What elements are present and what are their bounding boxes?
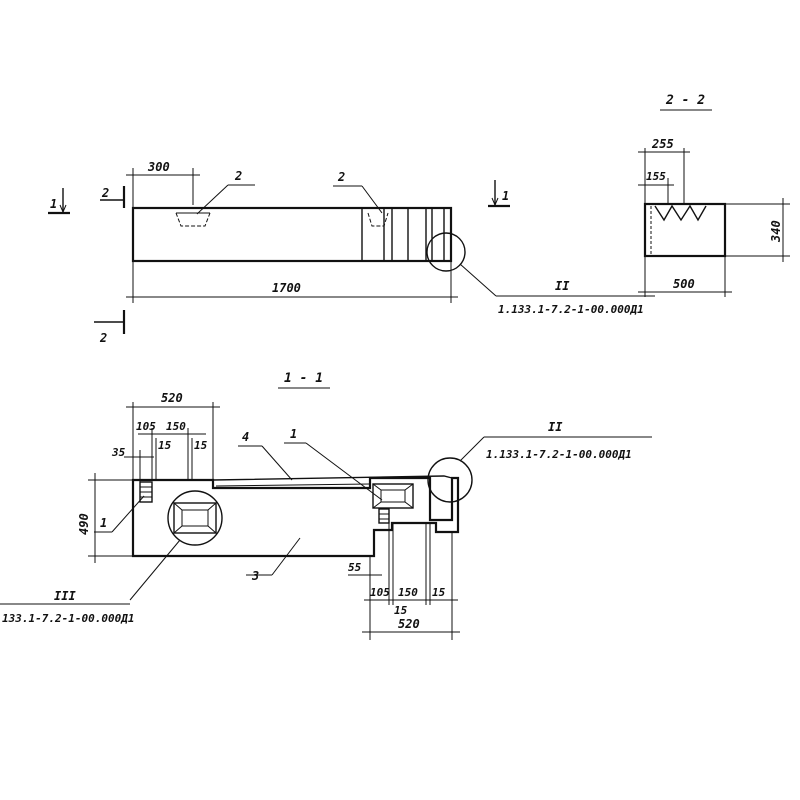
- section-2-2-title: 2 - 2: [665, 93, 705, 108]
- callout-3-leader: [271, 537, 301, 576]
- section-1-1-slab-inner: [215, 483, 371, 487]
- dim-35-label: 35: [111, 446, 126, 459]
- callout-4-leader: [261, 445, 293, 481]
- plan-beam-outline: [131, 206, 453, 263]
- right-bolt: [378, 508, 390, 524]
- section-2-top-label: 2: [101, 186, 109, 200]
- section-1-right-label: 1: [502, 189, 509, 203]
- right-pocket-outer: [372, 483, 414, 509]
- callout-2-left-leader: [196, 184, 229, 215]
- dim-105-top-label: 105: [136, 420, 156, 433]
- node-III-label: III: [54, 589, 76, 603]
- section-1-1-body: [131, 476, 460, 558]
- node-III-pocket-outer: [173, 502, 217, 534]
- callout-2-right-leader: [361, 185, 383, 214]
- node-II-leader-section: [459, 436, 485, 462]
- callout-4-label: 4: [242, 430, 249, 444]
- section-2-bottom-label: 2: [99, 331, 107, 345]
- dim-490-label: 490: [77, 513, 91, 535]
- section-2-2: 2 - 2 255 155 340 500: [638, 93, 790, 297]
- node-II-label-section: II: [548, 420, 563, 434]
- section-1-1-title: 1 - 1: [284, 371, 323, 386]
- node-II-leader-plan: [459, 263, 497, 297]
- callout-2-left-label: 2: [234, 169, 242, 183]
- node-III-circle: [167, 490, 223, 546]
- dim-255-label: 255: [651, 137, 674, 151]
- section-1-left-arrowhead: [59, 204, 67, 214]
- node-III-pocket-inner: [173, 502, 217, 534]
- callout-1-left-leader: [111, 495, 145, 533]
- dim-150-top-label: 150: [166, 420, 186, 433]
- dim-300-label: 300: [147, 160, 170, 174]
- plan-pocket-left: [175, 212, 211, 227]
- section-1-left-label: 1: [50, 197, 57, 211]
- node-II-circle-section: [427, 457, 473, 503]
- dim-15-bot-b-label: 15: [432, 586, 446, 599]
- node-II-ref-plan: 1.133.1-7.2-1-00.000Д1: [498, 303, 644, 316]
- callout-1-top-label: 1: [290, 427, 297, 441]
- dim-105-bot-label: 105: [370, 586, 390, 599]
- dim-15-bot-a-label: 15: [394, 604, 408, 617]
- dim-520-bot-label: 520: [398, 617, 420, 631]
- dim-500-label: 500: [673, 277, 695, 291]
- dim-15-top-b-label: 15: [194, 439, 208, 452]
- dim-155-label: 155: [646, 170, 666, 183]
- dim-55-label: 55: [348, 561, 362, 574]
- dim-15-top-a-label: 15: [158, 439, 172, 452]
- dim-1700-label: 1700: [272, 281, 301, 295]
- callout-1-left-label: 1: [100, 516, 107, 530]
- section-2-2-outline: [643, 202, 727, 258]
- callout-2-right-label: 2: [337, 170, 345, 184]
- node-III-leader: [129, 539, 181, 601]
- node-II-ref-section: 1.133.1-7.2-1-00.000Д1: [486, 448, 632, 461]
- plan-pocket-right: [367, 212, 389, 227]
- plan-view: 300 2 2 1700 1 1 2 2 II 1.: [48, 160, 655, 345]
- section-1-right-arrowhead: [491, 197, 499, 207]
- right-pocket-inner: [372, 483, 414, 509]
- section-2-2-notch: [654, 204, 707, 222]
- dim-150-bot-label: 150: [398, 586, 418, 599]
- node-III-ref: 133.1-7.2-1-00.000Д1: [2, 612, 134, 625]
- node-II-circle-plan: [426, 232, 466, 272]
- section-1-1-slab: [212, 475, 453, 481]
- dim-520-top-label: 520: [161, 391, 183, 405]
- node-II-label-plan: II: [555, 279, 570, 293]
- dim-340-label: 340: [769, 220, 783, 243]
- callout-3-label: 3: [251, 569, 259, 583]
- callout-1-top-leader: [305, 442, 383, 501]
- section-1-1: 1 - 1 520 105 150 15 15: [0, 371, 652, 640]
